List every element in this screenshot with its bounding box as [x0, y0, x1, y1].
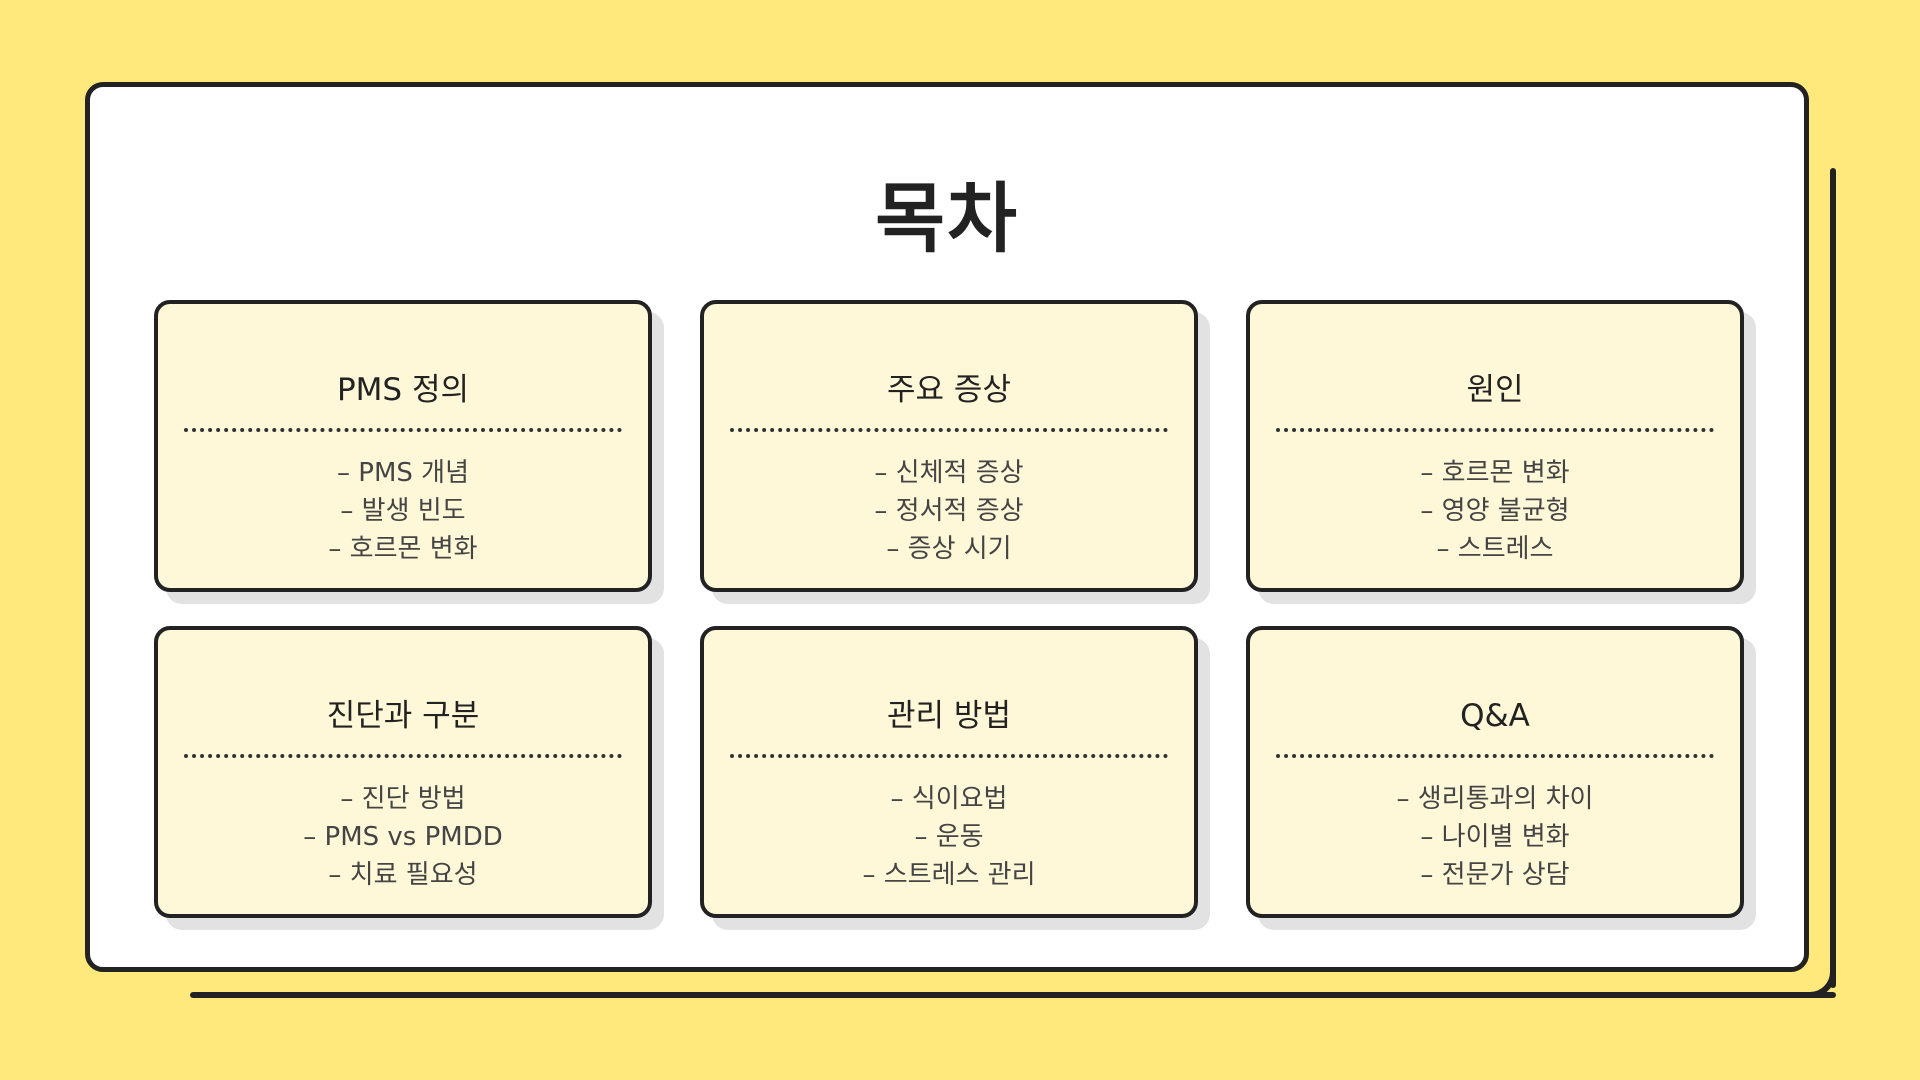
card-item: – 식이요법 [890, 784, 1008, 814]
card-title: 원인 [1466, 372, 1524, 408]
backdrop-accent-corner [1790, 950, 1836, 998]
toc-card-main-symptoms[interactable]: 주요 증상 – 신체적 증상 – 정서적 증상 – 증상 시기 [700, 300, 1198, 592]
toc-card-diagnosis[interactable]: 진단과 구분 – 진단 방법 – PMS vs PMDD – 치료 필요성 [154, 626, 652, 918]
card-item: – 호르몬 변화 [1420, 458, 1570, 488]
card-item: – 스트레스 관리 [862, 860, 1036, 890]
card-item: – 신체적 증상 [874, 458, 1024, 488]
card-item: – PMS vs PMDD [303, 822, 503, 852]
card-title: Q&A [1460, 698, 1530, 734]
card-title: 진단과 구분 [326, 698, 480, 734]
backdrop-accent-line-vertical [1830, 168, 1836, 988]
card-title: 관리 방법 [887, 698, 1011, 734]
card-item: – 호르몬 변화 [328, 534, 478, 564]
card-item: – 스트레스 [1436, 534, 1554, 564]
card-title: PMS 정의 [336, 372, 469, 408]
card-item: – 운동 [914, 822, 984, 852]
toc-card-pms-definition[interactable]: PMS 정의 – PMS 개념 – 발생 빈도 – 호르몬 변화 [154, 300, 652, 592]
card-title: 주요 증상 [887, 372, 1011, 408]
card-item: – 전문가 상담 [1420, 860, 1570, 890]
card-divider [730, 428, 1168, 432]
card-item: – 치료 필요성 [328, 860, 478, 890]
card-divider [184, 754, 622, 758]
card-divider [730, 754, 1168, 758]
card-item-list: – 신체적 증상 – 정서적 증상 – 증상 시기 [704, 454, 1194, 568]
card-item: – 정서적 증상 [874, 496, 1024, 526]
card-item: – 영양 불균형 [1420, 496, 1570, 526]
card-item-list: – PMS 개념 – 발생 빈도 – 호르몬 변화 [158, 454, 648, 568]
card-divider [184, 428, 622, 432]
toc-card-management[interactable]: 관리 방법 – 식이요법 – 운동 – 스트레스 관리 [700, 626, 1198, 918]
card-item: – PMS 개념 [337, 458, 469, 488]
card-item: – 증상 시기 [886, 534, 1012, 564]
backdrop-accent-line-horizontal [190, 992, 1836, 998]
card-item: – 진단 방법 [340, 784, 466, 814]
card-item-list: – 호르몬 변화 – 영양 불균형 – 스트레스 [1250, 454, 1740, 568]
toc-card-causes[interactable]: 원인 – 호르몬 변화 – 영양 불균형 – 스트레스 [1246, 300, 1744, 592]
card-item: – 발생 빈도 [340, 496, 466, 526]
card-item-list: – 식이요법 – 운동 – 스트레스 관리 [704, 780, 1194, 894]
card-item-list: – 진단 방법 – PMS vs PMDD – 치료 필요성 [158, 780, 648, 894]
card-divider [1276, 428, 1714, 432]
card-item: – 생리통과의 차이 [1396, 784, 1594, 814]
toc-card-qa[interactable]: Q&A – 생리통과의 차이 – 나이별 변화 – 전문가 상담 [1246, 626, 1744, 918]
card-item: – 나이별 변화 [1420, 822, 1570, 852]
card-item-list: – 생리통과의 차이 – 나이별 변화 – 전문가 상담 [1250, 780, 1740, 894]
page-title: 목차 [875, 174, 1019, 263]
card-divider [1276, 754, 1714, 758]
